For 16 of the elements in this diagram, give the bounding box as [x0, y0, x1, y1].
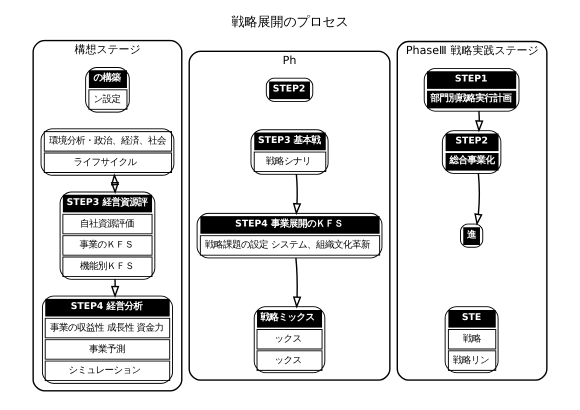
arrow	[110, 279, 120, 298]
diagram-title: 戦略展開のプロセス	[232, 14, 348, 30]
node-box: STEP3 基本戦 戦略シナリ	[250, 129, 329, 175]
arrow	[292, 258, 302, 309]
node-box: STEP4 経営分析 事業の収益性 成長性 資金力 事業予測 シミュレーション	[42, 296, 173, 384]
node-box: STEP2 総合事業化	[442, 130, 502, 174]
node-box: STEP3 経営資源評 自社資源評価 事業のＫＦＳ 機能別ＫＦＳ	[60, 192, 156, 280]
node-box: の構築 ン設定	[85, 67, 130, 113]
arrow	[475, 111, 484, 132]
node-box: STEP1 部門別戦略実行計画	[424, 68, 520, 112]
arrow	[110, 173, 120, 194]
node-box: STE 戦略 戦略リン	[444, 306, 499, 374]
arrow	[474, 174, 483, 226]
arrow	[292, 174, 302, 216]
node-box: 戦略ミックス ックス ックス	[254, 306, 326, 374]
node-box: STEP2	[266, 78, 314, 102]
